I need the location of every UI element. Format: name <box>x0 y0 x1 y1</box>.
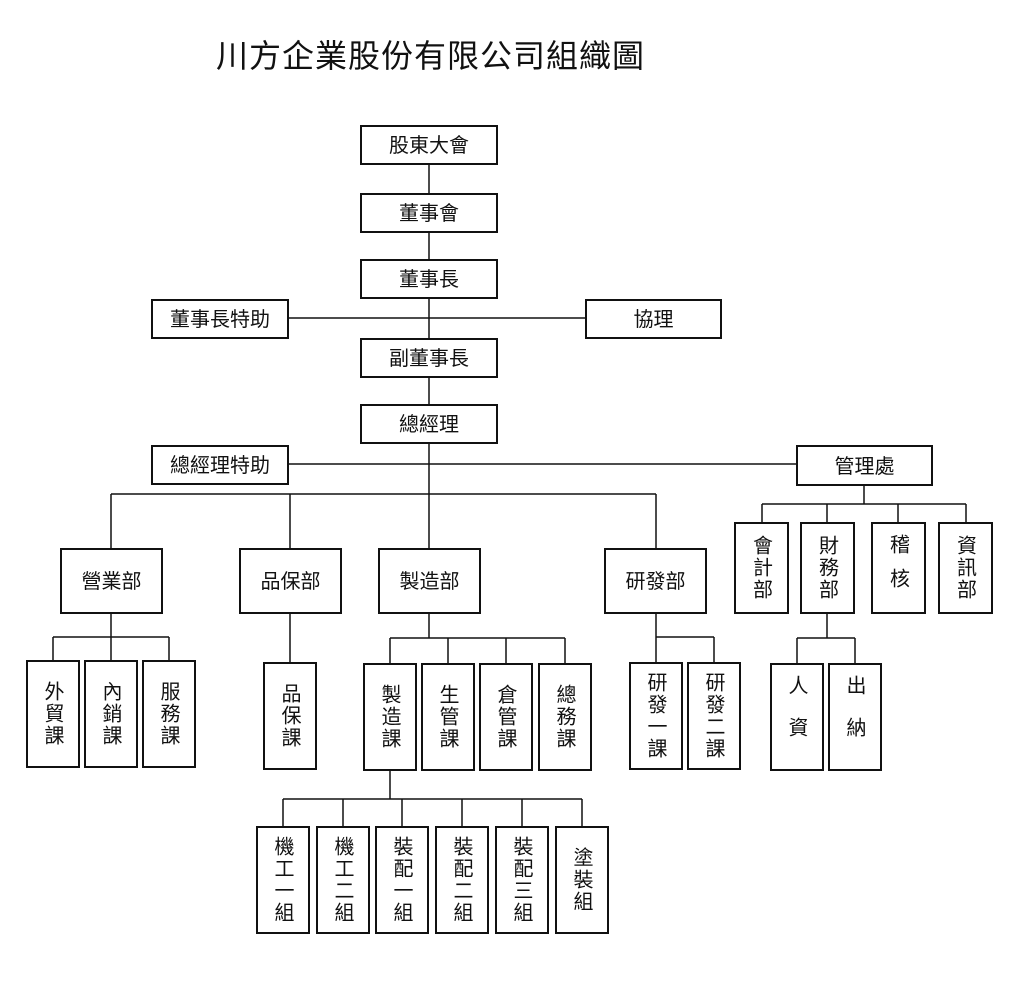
node-qa-section: 品保課 <box>263 662 317 770</box>
node-assembly-1: 裝配一組 <box>375 826 429 934</box>
node-chairman-assistant: 董事長特助 <box>151 299 289 339</box>
chart-title: 川方企業股份有限公司組織圖 <box>216 37 646 75</box>
node-chairman: 董事長 <box>360 259 498 299</box>
node-assembly-2: 裝配二組 <box>435 826 489 934</box>
node-accounting-dept: 會計部 <box>734 522 789 614</box>
node-foreign-trade: 外貿課 <box>26 660 80 768</box>
node-it-dept: 資訊部 <box>938 522 993 614</box>
node-manufacturing-section: 製造課 <box>363 663 417 771</box>
node-manufacturing-dept: 製造部 <box>378 548 481 614</box>
node-machining-2: 機工二組 <box>316 826 370 934</box>
node-management-office: 管理處 <box>796 445 933 486</box>
node-general-affairs: 總務課 <box>538 663 592 771</box>
node-production-control: 生管課 <box>421 663 475 771</box>
node-rd-section-1: 研發一課 <box>629 662 683 770</box>
node-qa-dept: 品保部 <box>239 548 342 614</box>
node-domestic-sales: 內銷課 <box>84 660 138 768</box>
node-associate-manager: 協理 <box>585 299 722 339</box>
node-painting: 塗裝組 <box>555 826 609 934</box>
node-gm-assistant: 總經理特助 <box>151 445 289 485</box>
node-machining-1: 機工一組 <box>256 826 310 934</box>
node-hr: 人資 <box>770 663 824 771</box>
node-rd-section-2: 研發二課 <box>687 662 741 770</box>
node-assembly-3: 裝配三組 <box>495 826 549 934</box>
node-finance-dept: 財務部 <box>800 522 855 614</box>
node-vice-chairman: 副董事長 <box>360 338 498 378</box>
node-audit: 稽核 <box>871 522 926 614</box>
node-rd-dept: 研發部 <box>604 548 707 614</box>
node-warehouse: 倉管課 <box>479 663 533 771</box>
node-service: 服務課 <box>142 660 196 768</box>
node-general-manager: 總經理 <box>360 404 498 444</box>
node-cashier: 出納 <box>828 663 882 771</box>
node-board: 董事會 <box>360 193 498 233</box>
node-shareholders: 股東大會 <box>360 125 498 165</box>
node-sales-dept: 營業部 <box>60 548 163 614</box>
